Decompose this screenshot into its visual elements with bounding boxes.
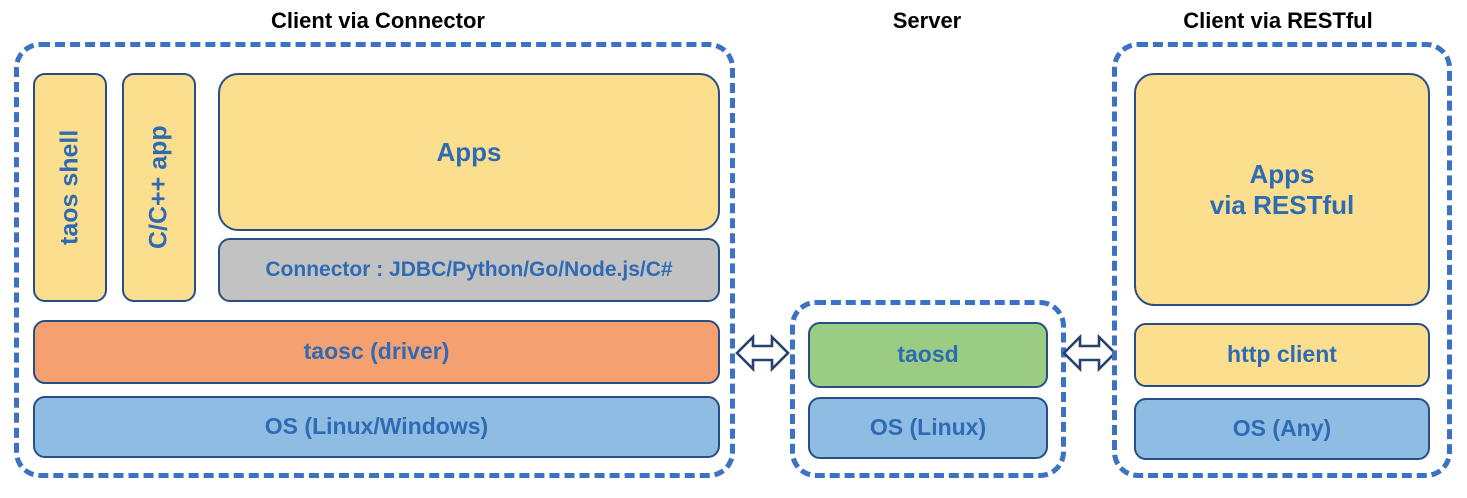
box-os-linux[interactable]: OS (Linux) [808,397,1048,459]
box-os-any[interactable]: OS (Any) [1134,398,1430,460]
section-title-client-connector: Client via Connector [271,8,485,33]
box-taosd[interactable]: taosd [808,322,1048,388]
arrow-connector-to-server [735,330,790,376]
box-taos-shell[interactable]: taos shell [33,73,107,302]
box-os-linux-windows[interactable]: OS (Linux/Windows) [33,396,720,458]
box-c-cpp-app[interactable]: C/C++ app [122,73,196,302]
box-apps-via-restful[interactable]: Apps via RESTful [1134,73,1430,306]
box-connector-list[interactable]: Connector : JDBC/Python/Go/Node.js/C# [218,238,720,302]
group-client-via-restful [1112,42,1452,478]
box-http-client[interactable]: http client [1134,323,1430,387]
box-apps-via-restful-line1: Apps [1249,158,1315,189]
section-title-server: Server [892,8,962,33]
box-apps-via-restful-line2: via RESTful [1209,189,1355,220]
box-apps-connector[interactable]: Apps [218,73,720,231]
arrow-server-to-restful [1062,330,1117,376]
section-title-client-restful: Client via RESTful [1183,8,1373,33]
box-taosc-driver[interactable]: taosc (driver) [33,320,720,384]
group-client-via-connector [14,42,735,478]
group-server [790,300,1066,478]
